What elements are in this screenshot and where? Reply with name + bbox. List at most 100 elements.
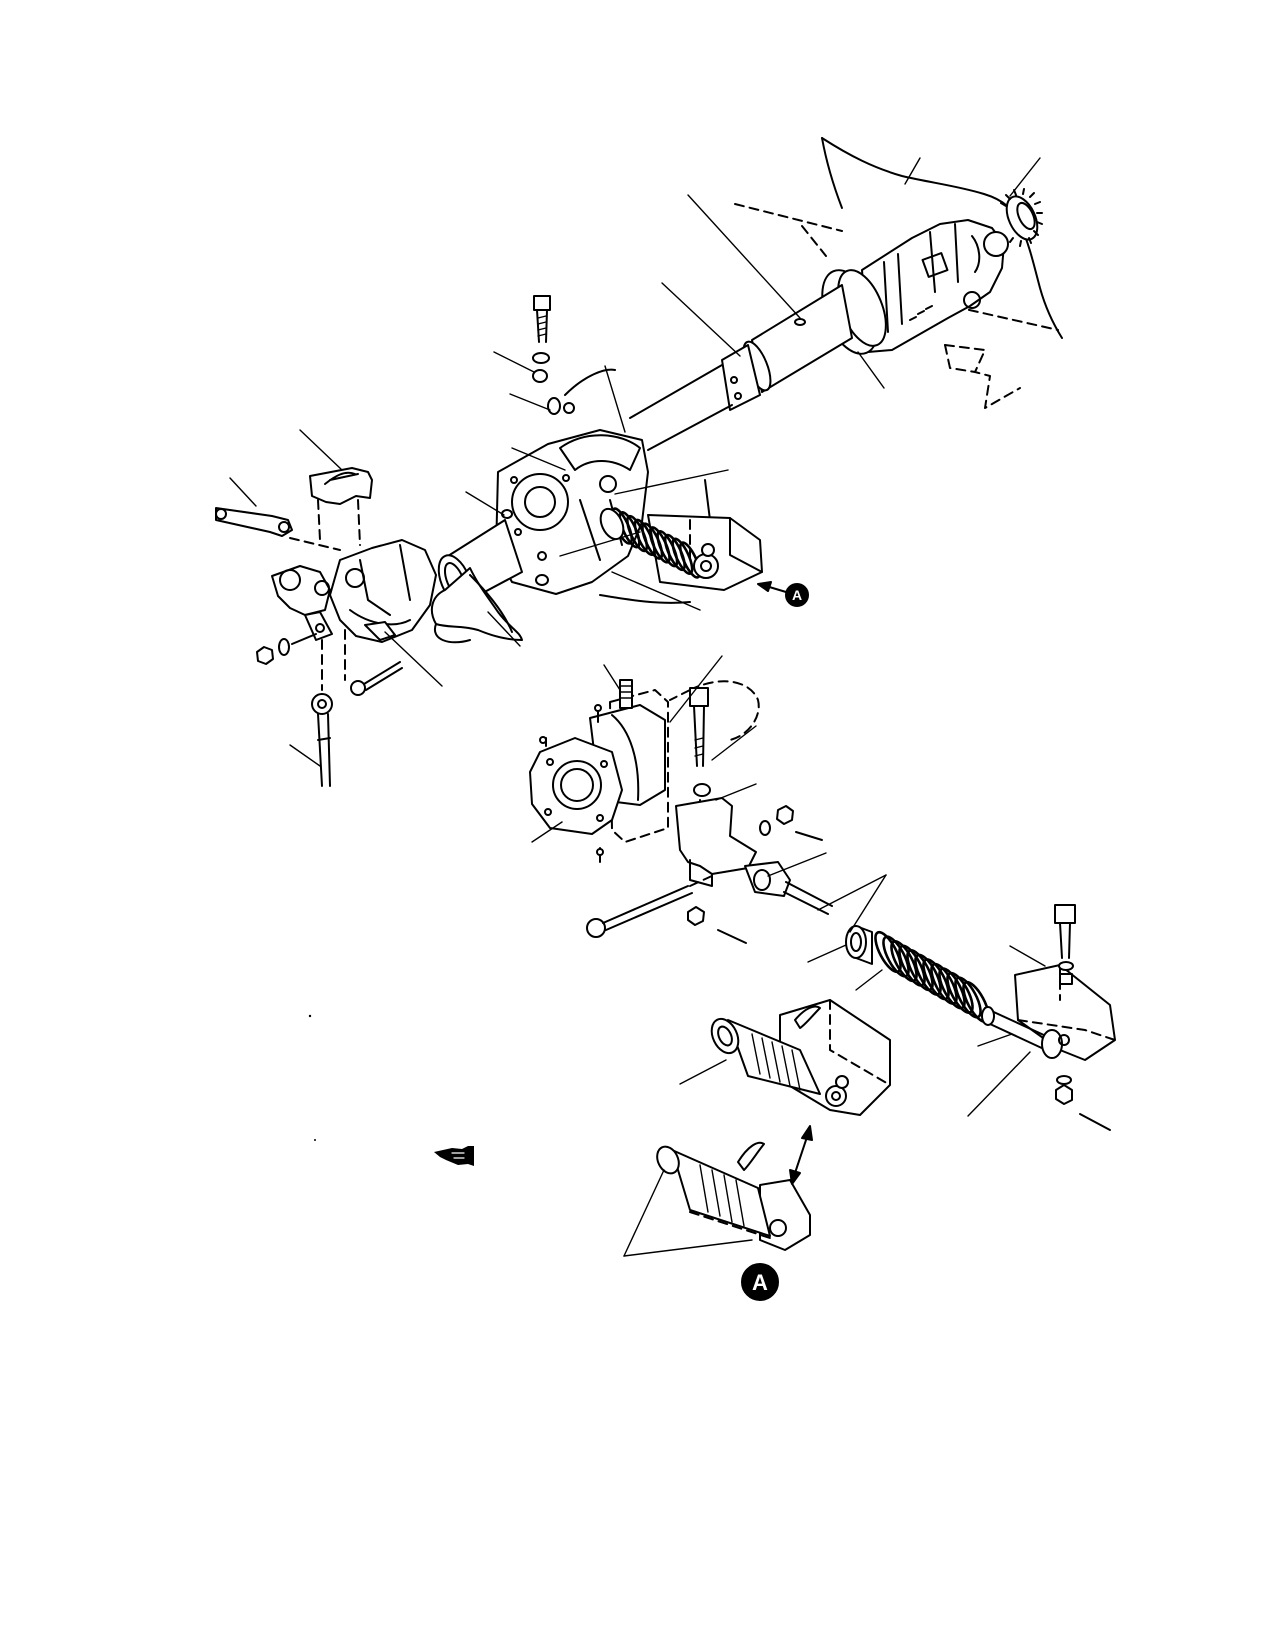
leader-lines-part [299, 429, 343, 471]
flange-plate-part [546, 758, 554, 766]
flange-plate-part [529, 737, 623, 835]
rod-end-part [311, 693, 333, 715]
pitman-arm-part [279, 569, 301, 591]
dust-boot-part [433, 623, 471, 644]
leader-lines-part [511, 447, 566, 471]
steering-gear-housing-part [963, 291, 981, 309]
mount-bolt [689, 687, 711, 831]
column-support-bracket-part [524, 486, 556, 518]
steering-gear-housing-part [861, 219, 1005, 353]
dust-boot-part [430, 567, 523, 641]
gearbox-bolt [350, 661, 403, 696]
leader-lines-part [977, 1033, 1013, 1047]
double-arrow-part [793, 1133, 809, 1177]
flange-plate [529, 737, 623, 835]
column-coupling-sleeve [721, 344, 761, 411]
leader-lines-part [904, 157, 921, 185]
bracket-washer-part [532, 352, 550, 364]
callout-a-detail-label: A [752, 1270, 768, 1295]
gearbox-nut-part [278, 638, 290, 656]
leader-lines-part [661, 282, 741, 357]
support-housing-part [611, 714, 640, 801]
pitman-arm [271, 565, 333, 641]
column-support-bracket-part [535, 574, 549, 586]
leader-lines-part [604, 365, 626, 433]
damper-assembly-detail-upper [710, 999, 891, 1116]
bracket-bolt-part [536, 309, 548, 343]
mount-bolt-part [694, 737, 704, 757]
double-arrow [789, 1125, 813, 1185]
cover-plate [309, 467, 373, 505]
gearbox-nut [256, 633, 317, 665]
column-support-bracket-part [537, 551, 547, 561]
damper-assembly-detail-lower-part [656, 1145, 680, 1175]
end-mount-block-part [1014, 964, 1116, 1061]
steering-gear-housing-part [883, 223, 959, 333]
damper-assembly-detail-lower-part [671, 1149, 771, 1237]
dashed-outline-mount-part [689, 680, 760, 741]
mounting-plate-outline-part [704, 479, 711, 521]
dashed-assembly-lines-left-part [317, 499, 321, 541]
end-mount-bolt-part [1054, 904, 1076, 924]
steering-gear-housing-part [983, 231, 1009, 257]
leader-lines-part [559, 531, 641, 557]
leader-lines-part [967, 1051, 1031, 1117]
end-mount-bolt-part [1056, 1075, 1072, 1085]
flange-plate-part [560, 768, 594, 802]
damper-bracket-part [675, 797, 757, 875]
pitman-arm-part [304, 611, 333, 641]
column-coupling-sleeve-part [734, 392, 742, 400]
leader-lines-part [623, 1169, 665, 1257]
set-screw-part [619, 679, 633, 709]
small-screws [539, 704, 604, 863]
leader-lines-part [465, 491, 505, 516]
bracket-hardware [586, 805, 823, 944]
spring-coil [679, 541, 701, 579]
small-screws-part [594, 704, 602, 712]
damper-assembly-detail-lower [656, 1141, 811, 1251]
dashed-outline-mount-part [609, 689, 669, 843]
bracket-hardware-part [776, 805, 794, 825]
pitman-arm-part [314, 580, 330, 596]
damper-spring [611, 507, 701, 579]
control-lever-part [278, 521, 290, 533]
bearing-ring-part [1000, 188, 1043, 247]
bearing-ring [1000, 188, 1043, 247]
damper-bracket-part [689, 859, 713, 887]
gearbox-bolt-part [363, 661, 403, 691]
set-screw [619, 679, 633, 709]
end-mount-bolt-part [1079, 1113, 1111, 1131]
leader-lines-part [687, 194, 801, 319]
rod-end [311, 693, 333, 787]
cover-plate-part [309, 467, 373, 505]
bracket-hardware-part [586, 918, 606, 938]
bracket-washer-part [532, 369, 548, 383]
leader-lines-part [817, 874, 887, 911]
end-mount-bolt-part [1059, 973, 1073, 985]
steering-shaft-part [629, 364, 723, 419]
leader-lines-part [807, 944, 847, 963]
dust-boot-part [469, 574, 513, 633]
firewall-outline-part [821, 137, 1063, 339]
bracket-hardware-part [717, 929, 747, 944]
rod-end-part [317, 699, 327, 709]
damper-assembly-detail-lower-part [737, 1141, 765, 1171]
control-lever [215, 507, 293, 537]
damper-assembly-detail-upper-part [717, 1025, 733, 1047]
leader-lines-part [767, 852, 827, 877]
dashed-assembly-lines-left [289, 499, 361, 691]
dashed-outline-steering-gear-part [801, 225, 827, 257]
bearing-ring-part [1005, 195, 1039, 241]
end-mount-bolt-part [1058, 961, 1074, 971]
damper-assembly-detail-upper-part [710, 1017, 740, 1055]
dashed-outline-steering-gear-part [944, 344, 976, 373]
callout-a-detail-marker-part [741, 1263, 779, 1301]
callout-a-marker: A [785, 583, 809, 607]
pitman-arm-part [315, 623, 325, 633]
steering-gearbox-part [345, 568, 365, 588]
damper-mount-box-part [729, 517, 763, 573]
small-screws-part [539, 736, 547, 744]
leader-lines-part [531, 821, 563, 843]
end-mount-bolt-part [1055, 1084, 1073, 1105]
